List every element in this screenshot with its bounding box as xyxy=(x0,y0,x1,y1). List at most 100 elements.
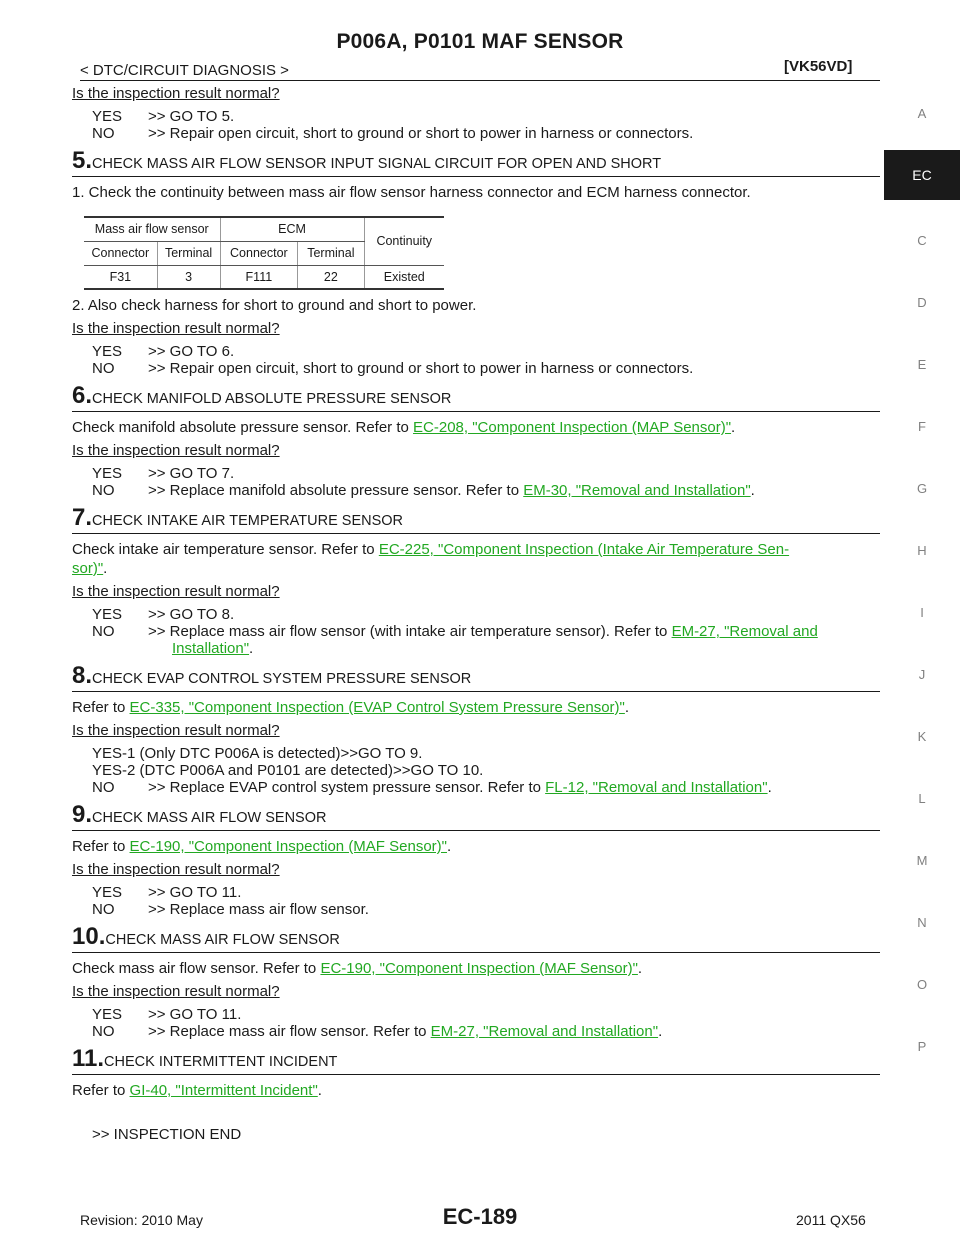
side-index-item-f[interactable]: F xyxy=(918,419,926,434)
side-index-item-l[interactable]: L xyxy=(918,791,926,806)
step-11-instruction: Refer to GI-40, "Intermittent Incident". xyxy=(72,1081,880,1100)
yes-text: >> GO TO 11. xyxy=(148,884,242,901)
side-index-item-i[interactable]: I xyxy=(920,605,924,620)
answer-block: >> INSPECTION END xyxy=(72,1126,880,1143)
inspection-question: Is the inspection result normal? xyxy=(72,442,280,459)
no-text: >> Repair open circuit, short to ground … xyxy=(148,125,694,142)
page-number: EC-189 xyxy=(442,1204,518,1229)
em-27-link[interactable]: EM-27, "Removal and Installation" xyxy=(430,1023,659,1040)
step-title: CHECK MASS AIR FLOW SENSOR INPUT SIGNAL … xyxy=(92,156,662,172)
inspection-question: Is the inspection result normal? xyxy=(72,861,280,878)
step-number: 7. xyxy=(72,504,93,531)
step-6-heading: 6. CHECK MANIFOLD ABSOLUTE PRESSURE SENS… xyxy=(72,383,880,412)
table-cell: 3 xyxy=(156,264,220,290)
side-index-item-e[interactable]: E xyxy=(917,357,927,372)
punctuation: . xyxy=(767,779,772,796)
punctuation: . xyxy=(317,1082,322,1099)
step-8-heading: 8. CHECK EVAP CONTROL SYSTEM PRESSURE SE… xyxy=(72,663,880,692)
step-10-instruction: Check mass air flow sensor. Refer to EC-… xyxy=(72,959,880,978)
instruction-text: Check intake air temperature sensor. Ref… xyxy=(72,541,379,558)
yes-key: YES xyxy=(92,343,123,360)
continuity-table: Mass air flow sensor ECM Continuity Conn… xyxy=(84,216,444,290)
model-label: 2011 QX56 xyxy=(796,1212,866,1228)
step-number: 6. xyxy=(72,382,93,409)
table-cell: F111 xyxy=(219,264,298,290)
no-text: >> Replace mass air flow sensor (with in… xyxy=(148,623,672,640)
ec-208-link[interactable]: EC-208, "Component Inspection (MAP Senso… xyxy=(413,419,732,436)
punctuation: . xyxy=(637,960,643,977)
ec-190-link[interactable]: EC-190, "Component Inspection (MAF Senso… xyxy=(320,960,638,977)
no-key: NO xyxy=(92,360,115,377)
step-number: 9. xyxy=(72,801,93,828)
step-number: 10. xyxy=(72,923,106,950)
answer-block: YES-1 (Only DTC P006A is detected)>>GO T… xyxy=(72,745,880,796)
table-row: F31 3 F111 22 Existed xyxy=(84,264,444,290)
no-key: NO xyxy=(92,779,115,796)
side-index-item-n[interactable]: N xyxy=(917,915,927,930)
yes-key: YES xyxy=(92,1006,123,1023)
side-index-item-h[interactable]: H xyxy=(917,543,927,558)
main-content: Is the inspection result normal? YES >> G… xyxy=(72,84,880,1143)
answer-block: YES>> GO TO 5. NO>> Repair open circuit,… xyxy=(72,108,880,142)
step-title: CHECK MASS AIR FLOW SENSOR xyxy=(92,810,327,826)
table-cell: F31 xyxy=(84,264,158,290)
step-5-heading: 5. CHECK MASS AIR FLOW SENSOR INPUT SIGN… xyxy=(72,148,880,177)
inspection-question: Is the inspection result normal? xyxy=(72,583,280,600)
instruction-text: Check mass air flow sensor. Refer to xyxy=(72,960,321,977)
yes-key: YES xyxy=(92,884,123,901)
side-index-item-p[interactable]: P xyxy=(917,1039,927,1054)
step-10-heading: 10. CHECK MASS AIR FLOW SENSOR xyxy=(72,924,880,953)
punctuation: . xyxy=(624,699,630,716)
step-8-instruction: Refer to EC-335, "Component Inspection (… xyxy=(72,698,880,717)
inspection-end: >> INSPECTION END xyxy=(92,1126,242,1143)
yes-text: >> GO TO 5. xyxy=(148,108,235,125)
step-number: 5. xyxy=(72,147,93,174)
side-index-item-a[interactable]: A xyxy=(917,106,927,121)
gi-40-link[interactable]: GI-40, "Intermittent Incident" xyxy=(129,1082,318,1099)
ec-225-link[interactable]: EC-225, "Component Inspection (Intake Ai… xyxy=(378,541,790,558)
side-index-item-d[interactable]: D xyxy=(917,295,927,310)
punctuation: . xyxy=(447,838,452,855)
no-text: >> Replace manifold absolute pressure se… xyxy=(148,482,524,499)
punctuation: . xyxy=(731,419,736,436)
side-index-item-j[interactable]: J xyxy=(918,667,926,682)
step-title: CHECK INTERMITTENT INCIDENT xyxy=(104,1054,338,1070)
yes-text: >> GO TO 8. xyxy=(148,606,235,623)
step-5-instruction-1: 1. Check the continuity between mass air… xyxy=(72,184,751,201)
inspection-question: Is the inspection result normal? xyxy=(72,722,280,739)
revision-label: Revision: 2010 May xyxy=(80,1212,203,1228)
ec-225-link-continued[interactable]: sor)" xyxy=(72,560,104,577)
step-title: CHECK MASS AIR FLOW SENSOR xyxy=(105,932,340,948)
page-title: P006A, P0101 MAF SENSOR xyxy=(336,30,624,53)
ec-190-link[interactable]: EC-190, "Component Inspection (MAF Senso… xyxy=(129,838,447,855)
step-title: CHECK MANIFOLD ABSOLUTE PRESSURE SENSOR xyxy=(92,391,452,407)
engine-label: [VK56VD] xyxy=(784,58,853,75)
step-6-instruction: Check manifold absolute pressure sensor.… xyxy=(72,418,880,437)
step-11-heading: 11. CHECK INTERMITTENT INCIDENT xyxy=(72,1046,880,1075)
answer-block: YES>> GO TO 11. NO>> Replace mass air fl… xyxy=(72,1006,880,1040)
no-text: >> Replace EVAP control system pressure … xyxy=(148,779,546,796)
side-index-item-o[interactable]: O xyxy=(916,977,928,992)
yes-key: YES xyxy=(92,465,123,482)
step-title: CHECK INTAKE AIR TEMPERATURE SENSOR xyxy=(92,513,404,529)
yes-key: YES xyxy=(92,108,123,125)
answer-block: YES>> GO TO 11. NO>> Replace mass air fl… xyxy=(72,884,880,918)
yes-text: >> GO TO 11. xyxy=(148,1006,242,1023)
table-cell: Existed xyxy=(363,264,444,290)
em-27-link-continued[interactable]: Installation" xyxy=(172,640,250,657)
em-30-link[interactable]: EM-30, "Removal and Installation" xyxy=(523,482,751,499)
side-index-item-ec[interactable]: EC xyxy=(884,150,960,200)
em-27-link[interactable]: EM-27, "Removal and xyxy=(671,623,818,640)
side-index-item-c[interactable]: C xyxy=(917,233,927,248)
punctuation: . xyxy=(750,482,755,499)
inspection-question: Is the inspection result normal? xyxy=(72,85,280,102)
inspection-question: Is the inspection result normal? xyxy=(72,320,280,337)
side-index-item-g[interactable]: G xyxy=(916,481,928,496)
instruction-text: Refer to xyxy=(72,699,130,716)
side-index-item-k[interactable]: K xyxy=(917,729,927,744)
fl-12-link[interactable]: FL-12, "Removal and Installation" xyxy=(545,779,768,796)
ec-335-link[interactable]: EC-335, "Component Inspection (EVAP Cont… xyxy=(129,699,625,716)
yes-2-text: YES-2 (DTC P006A and P0101 are detected)… xyxy=(92,762,484,779)
side-index-item-m[interactable]: M xyxy=(916,853,928,868)
yes-1-text: YES-1 (Only DTC P006A is detected)>>GO T… xyxy=(92,745,423,762)
